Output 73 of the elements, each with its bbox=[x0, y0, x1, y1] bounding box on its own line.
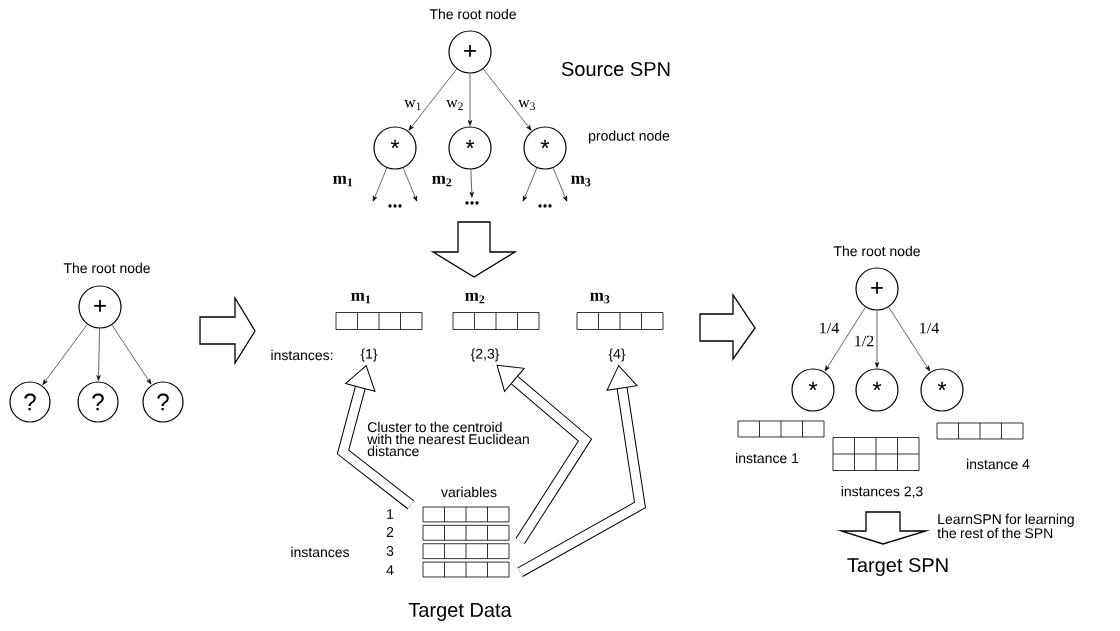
arrow bbox=[111, 324, 152, 385]
node-caption: product node bbox=[589, 130, 670, 144]
circle-node: + bbox=[448, 30, 492, 74]
circle-node: ? bbox=[142, 381, 184, 423]
edge-label: w$_{2}$ bbox=[445, 99, 465, 111]
node-caption: instance 4 bbox=[967, 458, 1030, 470]
edge-label: w$_{1}$ bbox=[403, 99, 423, 111]
circle-node: * bbox=[373, 126, 417, 170]
hollow-arrow bbox=[496, 364, 593, 544]
circle-node: + bbox=[855, 267, 899, 311]
ellipsis: ... bbox=[465, 201, 479, 205]
title: Target SPN bbox=[847, 557, 948, 577]
circle-node: * bbox=[523, 126, 567, 170]
arrow bbox=[483, 68, 532, 131]
vector-label: m$_{3}$ bbox=[590, 292, 610, 304]
vector-label: m$_{2}$ bbox=[432, 175, 452, 187]
title: Target Data bbox=[408, 603, 512, 621]
vector-array bbox=[452, 312, 540, 330]
node-caption: The root node bbox=[833, 245, 920, 257]
arrow bbox=[522, 167, 538, 202]
edge-label: 1/2 bbox=[852, 334, 876, 348]
node-caption: instance 1 bbox=[736, 452, 799, 464]
hollow-arrow bbox=[336, 365, 415, 510]
label: LearnSPN for learning the rest of the SPN bbox=[937, 513, 1074, 539]
vector-label: m$_{1}$ bbox=[351, 292, 371, 304]
label: instances: bbox=[271, 349, 333, 361]
arrow bbox=[372, 167, 388, 202]
node-caption: The root node bbox=[429, 8, 516, 20]
arrow bbox=[42, 324, 88, 385]
instance-set: {2,3} bbox=[470, 348, 500, 362]
vector-array bbox=[936, 422, 1024, 440]
label: 2 bbox=[386, 527, 394, 537]
arrow bbox=[96, 328, 101, 381]
node-caption: The root node bbox=[63, 262, 150, 274]
label: 3 bbox=[386, 546, 394, 556]
vector-array bbox=[335, 312, 423, 330]
circle-node: * bbox=[855, 368, 899, 412]
arrow bbox=[408, 68, 457, 131]
circle-node: ? bbox=[9, 381, 51, 423]
hollow-arrow bbox=[517, 365, 646, 577]
vector-array bbox=[832, 437, 920, 471]
edge-label: w$_{3}$ bbox=[517, 98, 537, 111]
label: 4 bbox=[386, 565, 394, 575]
ellipsis: ... bbox=[538, 204, 552, 208]
arrow bbox=[467, 73, 473, 126]
node-caption: variables bbox=[441, 486, 497, 498]
circle-node: ? bbox=[77, 381, 119, 423]
node-caption: instances 2,3 bbox=[841, 486, 923, 498]
vector-array bbox=[737, 420, 825, 438]
edge-label: 1/4 bbox=[917, 321, 941, 335]
arrow bbox=[874, 310, 880, 368]
circle-node: + bbox=[78, 285, 122, 329]
label: 1 bbox=[387, 509, 394, 519]
arrow bbox=[402, 167, 418, 202]
instance-set: {4} bbox=[608, 348, 626, 362]
circle-node: * bbox=[791, 368, 835, 412]
label: instances bbox=[291, 546, 350, 558]
arrow bbox=[552, 167, 568, 202]
arrow bbox=[888, 306, 931, 372]
instance-set: {1} bbox=[360, 348, 378, 362]
circle-node: * bbox=[448, 126, 492, 170]
arrow bbox=[469, 169, 474, 198]
arrow bbox=[824, 306, 866, 372]
circle-node: * bbox=[920, 368, 964, 412]
vector-label: m$_{2}$ bbox=[465, 292, 485, 304]
vector-array bbox=[576, 312, 664, 330]
edge-label: 1/4 bbox=[817, 321, 841, 335]
vector-label: m$_{3}$ bbox=[571, 175, 591, 187]
vector-label: m$_{1}$ bbox=[333, 175, 353, 187]
ellipsis: ... bbox=[388, 204, 402, 208]
data-table bbox=[422, 506, 510, 578]
label: Cluster to the centroid with the nearest Euclidean distance bbox=[367, 421, 529, 457]
title: Source SPN bbox=[561, 61, 670, 77]
